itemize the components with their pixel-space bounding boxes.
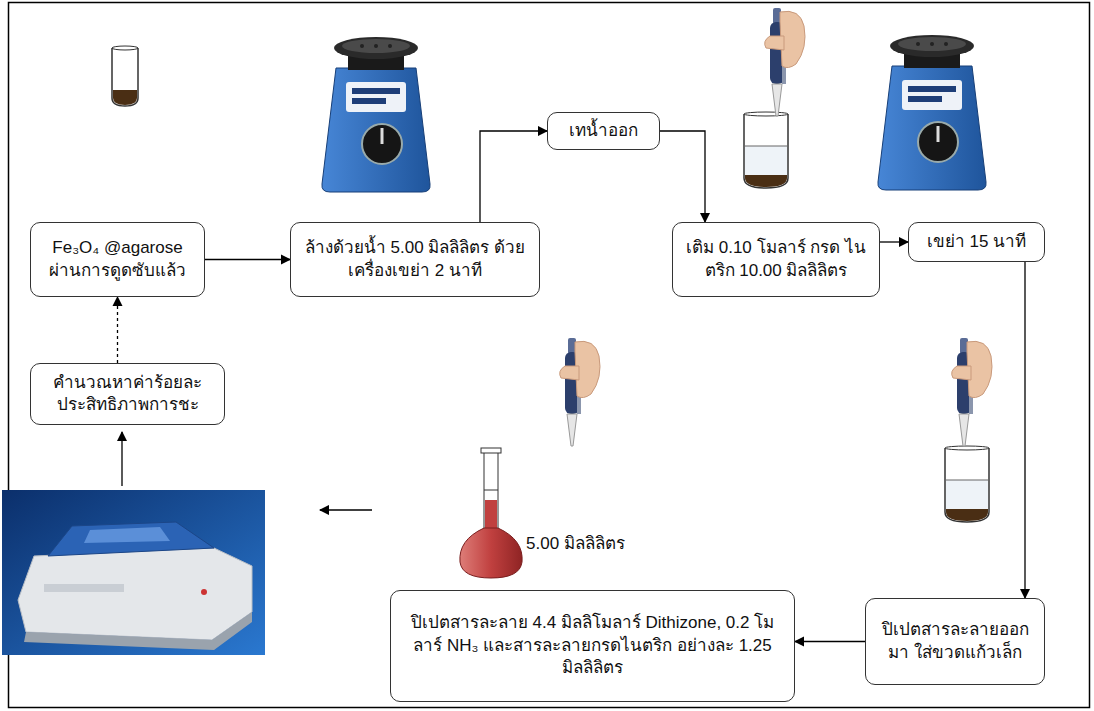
- box-text: เติม 0.10 โมลาร์ กรด ไนตริก 10.00 มิลลิล…: [682, 237, 870, 282]
- power-light: [201, 589, 207, 595]
- box-text: ปิเปตสารละลาย 4.4 มิลลิโมลาร์ Dithizone,…: [400, 612, 785, 679]
- box-text: คำนวณหาค่าร้อยละ ประสิทธิภาพการชะ: [40, 372, 215, 417]
- flow-arrow: [320, 509, 372, 510]
- process-box: เทน้ำออก: [547, 112, 660, 150]
- flask-liquid: [485, 500, 497, 532]
- instrument-panel: [44, 584, 124, 592]
- flow-arrow: [880, 241, 908, 242]
- flow-arrow: [1024, 262, 1025, 598]
- photo-ground: [2, 490, 265, 655]
- process-box: เขย่า 15 นาที: [908, 222, 1045, 262]
- process-box: Fe₃O₄ @agarose ผ่านการดูดซับแล้ว: [30, 222, 205, 297]
- volumetric-flask: [460, 448, 522, 578]
- flow-arrow: [660, 131, 705, 222]
- flask-neck: [484, 452, 498, 532]
- hand-pipette: [560, 338, 600, 446]
- flask-mark: [484, 490, 498, 491]
- spectrophotometer: [2, 490, 265, 655]
- flow-arrow: [480, 131, 547, 222]
- frame: [9, 3, 1090, 708]
- hand-pipette: [765, 8, 805, 116]
- sample-tube: [744, 112, 788, 188]
- tube-wall: [112, 48, 138, 106]
- flow-arrow: [121, 432, 122, 486]
- flask-rim: [481, 448, 501, 453]
- process-box: ล้างด้วยน้ำ 5.00 มิลลิลิตร ด้วยเครื่องเข…: [290, 222, 540, 297]
- process-box: ปิเปตสารละลายออกมา ใส่ขวดแก้วเล็ก: [865, 598, 1045, 685]
- hand-pipette: [952, 338, 992, 446]
- box-text: เขย่า 15 นาที: [918, 231, 1035, 253]
- process-box: เติม 0.10 โมลาร์ กรด ไนตริก 10.00 มิลลิล…: [672, 222, 880, 297]
- instrument-lid: [48, 522, 214, 556]
- instrument-base: [24, 612, 252, 650]
- box-text: เทน้ำออก: [557, 120, 650, 142]
- flow-arrow: [117, 297, 118, 363]
- volume-label: 5.00 มิลลิลิตร: [524, 533, 627, 555]
- vortex-mixer: [322, 37, 430, 192]
- connector-group: [118, 131, 1026, 642]
- sample-tube: [945, 446, 989, 522]
- sediment: [113, 90, 137, 105]
- instrument-body: [18, 548, 252, 640]
- tube-rim: [112, 46, 138, 50]
- vortex-mixer: [878, 35, 986, 190]
- adsorbent-tube: [112, 46, 138, 106]
- flow-arrow: [205, 259, 290, 260]
- box-text: ล้างด้วยน้ำ 5.00 มิลลิลิตร ด้วยเครื่องเข…: [300, 237, 530, 282]
- process-box: ปิเปตสารละลาย 4.4 มิลลิโมลาร์ Dithizone,…: [390, 590, 795, 702]
- sample-door: [84, 527, 170, 543]
- flask-bulb: [460, 528, 522, 578]
- flow-arrow: [795, 641, 865, 642]
- process-box: คำนวณหาค่าร้อยละ ประสิทธิภาพการชะ: [30, 363, 225, 425]
- box-text: Fe₃O₄ @agarose ผ่านการดูดซับแล้ว: [40, 237, 195, 282]
- box-text: ปิเปตสารละลายออกมา ใส่ขวดแก้วเล็ก: [875, 619, 1035, 664]
